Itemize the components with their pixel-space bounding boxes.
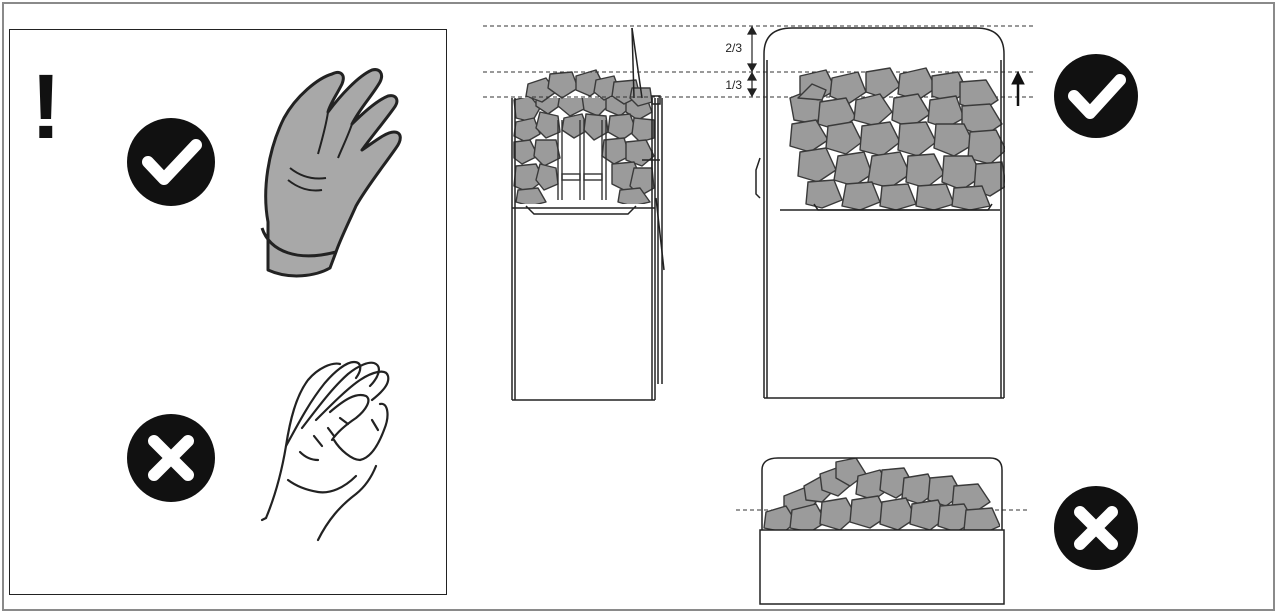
bare-hand-icon [260,360,390,542]
x-circle-icon [127,414,215,502]
warning-mark: ! [31,56,62,158]
stone-pile-front-top [797,83,827,101]
check-circle-icon [1054,54,1138,138]
stone-pile-low [763,458,1000,530]
heater-side-body [511,27,665,401]
heating-elements [557,120,607,200]
stone-pile-front [789,67,1005,210]
heater-side-view [511,27,665,401]
heater-low-stone-view [759,457,1005,605]
check-circle-icon [127,118,215,206]
x-circle-icon [1054,486,1138,570]
dimension-markers [746,25,758,98]
glove-icon [260,68,402,278]
fraction-label-top: 2/3 [725,41,742,55]
fraction-label-bottom: 1/3 [725,78,742,92]
heater-front-view [755,27,1025,399]
stone-pile-side-top [525,69,653,107]
safety-panel [9,29,447,595]
arrow-up-icon [1011,70,1025,106]
heater-low-body [759,457,1005,605]
heater-front-body [755,27,1005,399]
